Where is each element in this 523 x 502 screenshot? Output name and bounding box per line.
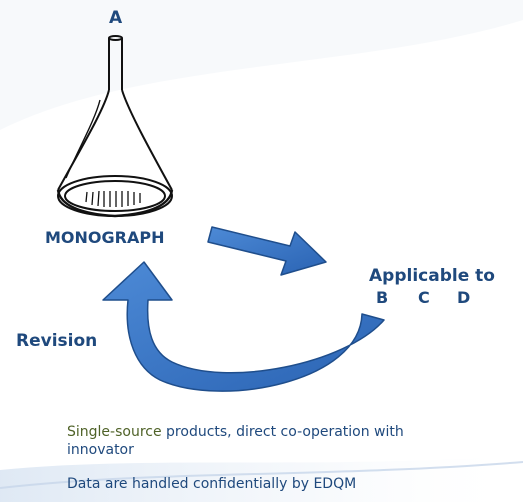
label-b: B: [376, 288, 389, 307]
label-a: A: [109, 8, 123, 28]
label-applicable-to: Applicable to: [369, 266, 495, 286]
note-confidential: Data are handled confidentially by EDQM: [67, 476, 357, 492]
label-revision: Revision: [16, 331, 98, 351]
funnel-icon: [56, 35, 174, 218]
arrow-to-applicable: [207, 226, 327, 276]
revision-arrow: [102, 261, 385, 392]
note-text: products, direct co-operation with innov…: [67, 424, 404, 458]
label-c: C: [418, 288, 430, 307]
label-d: D: [457, 288, 471, 307]
note-highlight: Single-source: [67, 424, 162, 440]
label-monograph: MONOGRAPH: [45, 228, 165, 247]
note-single-source: Single-source products, direct co-operat…: [67, 424, 467, 459]
